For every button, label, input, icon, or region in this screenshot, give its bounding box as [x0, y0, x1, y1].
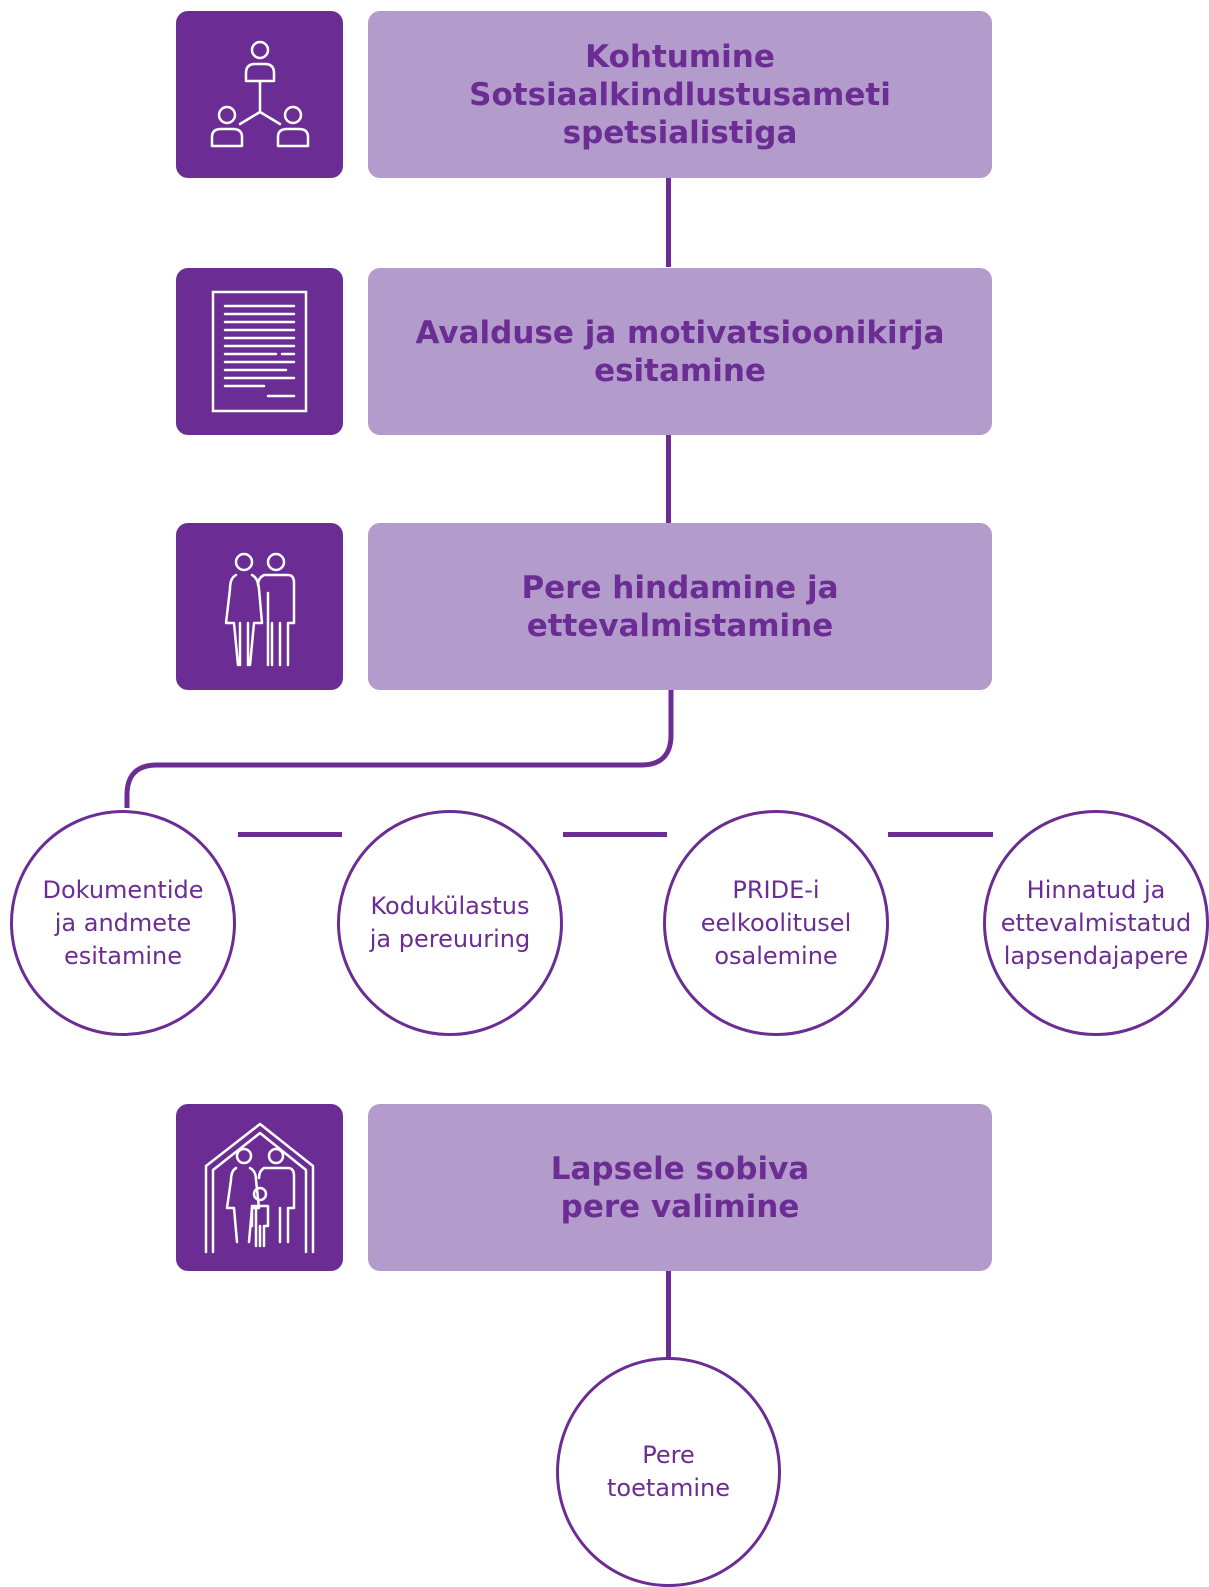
final-circle: Pere toetamine [556, 1357, 781, 1587]
substep-2-line-2: ja pereuuring [369, 925, 531, 953]
substep-circle-1: Dokumentide ja andmete esitamine [10, 810, 236, 1036]
step-4-line-2: pere valimine [560, 1188, 800, 1225]
step-2-line-2: esitamine [594, 352, 766, 389]
step-box-3: Pere hindamine ja ettevalmistamine [368, 523, 992, 690]
step-1-line-1: Kohtumine [585, 38, 775, 75]
connector-4-final [666, 1271, 671, 1359]
document-icon [211, 290, 308, 413]
step-icon-box-2 [176, 268, 343, 435]
step-box-1: Kohtumine Sotsiaalkindlustusameti spetsi… [368, 11, 992, 178]
step-3-line-1: Pere hindamine ja [521, 569, 839, 606]
step-4-line-1: Lapsele sobiva [550, 1150, 810, 1187]
step-box-2: Avalduse ja motivatsioonikirja esitamine [368, 268, 992, 435]
branch-connector [124, 690, 674, 808]
substep-circle-4: Hinnatud ja ettevalmistatud lapsendajape… [983, 810, 1209, 1036]
substep-circle-3: PRIDE-i eelkoolitusel osalemine [663, 810, 889, 1036]
step-icon-box-3 [176, 523, 343, 690]
step-1-line-3: spetsialistiga [562, 114, 798, 151]
substep-4-line-2: ettevalmistatud [1000, 908, 1192, 937]
final-line-2: toetamine [607, 1474, 730, 1502]
substep-3-line-2: eelkoolitusel [700, 908, 852, 937]
substep-1-line-2: ja andmete [54, 908, 192, 937]
step-3-line-2: ettevalmistamine [526, 607, 834, 644]
connector-sub-3-4 [888, 832, 993, 837]
substep-circle-2: Kodukülastus ja pereuuring [337, 810, 563, 1036]
final-line-1: Pere [642, 1441, 695, 1469]
step-2-line-1: Avalduse ja motivatsioonikirja [415, 314, 945, 351]
connector-sub-1-2 [238, 832, 342, 837]
step-box-4: Lapsele sobiva pere valimine [368, 1104, 992, 1271]
people-network-icon [210, 40, 310, 148]
step-1-line-2: Sotsiaalkindlustusameti [469, 76, 891, 113]
substep-4-line-3: lapsendajapere [1003, 941, 1189, 970]
substep-3-line-3: osalemine [714, 941, 838, 970]
substep-1-line-1: Dokumentide [42, 875, 204, 904]
step-icon-box-4 [176, 1104, 343, 1271]
substep-1-line-3: esitamine [63, 941, 183, 970]
connector-sub-2-3 [563, 832, 667, 837]
substep-2-line-1: Kodukülastus [370, 892, 530, 920]
substep-3-line-1: PRIDE-i [732, 875, 820, 904]
step-icon-box-1 [176, 11, 343, 178]
connector-2-3 [666, 435, 671, 523]
substep-4-line-1: Hinnatud ja [1026, 875, 1166, 904]
family-house-icon [204, 1122, 315, 1254]
couple-icon [224, 552, 296, 667]
connector-1-2 [666, 178, 671, 267]
